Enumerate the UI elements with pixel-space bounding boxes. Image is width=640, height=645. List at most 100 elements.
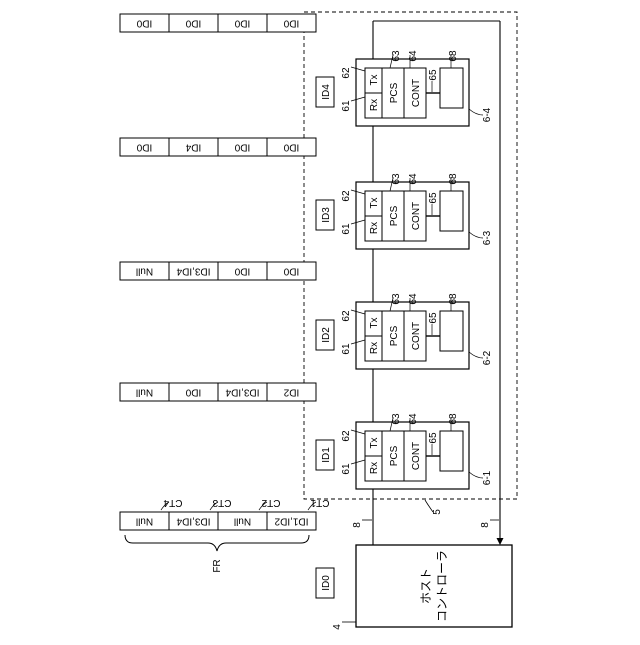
ref-rx: 61 (341, 223, 352, 235)
modules: RxTxPCSCONT6162636465686-1ID1RxTxPCSCONT… (316, 50, 493, 489)
module-2: RxTxPCSCONT6162636465686-2ID2 (316, 293, 493, 369)
enclosure-ref-leader (425, 500, 433, 512)
cont-label: CONT (411, 79, 422, 107)
ref-rx: 61 (341, 100, 352, 112)
frame-cell (120, 285, 300, 334)
frame-cell-label: ID3,ID4 (225, 387, 259, 398)
fr-cell-content: ID1,ID2 (274, 516, 308, 527)
frame-stage-4: ID0ID0ID0ID0 (120, 14, 316, 210)
host-controller-title-line1: ホスト (419, 568, 433, 604)
frame-cell (120, 530, 300, 579)
ref-rx: 61 (341, 463, 352, 475)
tx-label: Tx (369, 317, 380, 328)
ref-memory: 68 (448, 413, 459, 425)
frame-cell-label: ID0 (136, 18, 152, 29)
bus-ref-right: 8 (480, 522, 491, 528)
frame-cell-label: ID0 (136, 142, 152, 153)
host-controller: ホスト コントローラ ID0 4 (316, 545, 512, 630)
host-ref-label: 4 (332, 624, 343, 630)
frame-cell-label: ID0 (234, 18, 250, 29)
frame-cell-label: ID0 (283, 142, 299, 153)
frame-cell (120, 311, 300, 360)
ref-tx: 62 (341, 67, 352, 79)
frame-cell (120, 409, 300, 458)
module-1: RxTxPCSCONT6162636465686-1ID1 (316, 413, 493, 489)
frame-cell-label: ID0 (283, 266, 299, 277)
tx-label: Tx (369, 74, 380, 85)
cont-label: CONT (411, 442, 422, 470)
pcs-label: PCS (389, 205, 400, 226)
frame-cell-label: ID3,ID4 (176, 266, 210, 277)
rx-label: Rx (369, 222, 380, 234)
memory-box (440, 68, 463, 108)
frame-stages: ID2ID3,ID4ID0NullID0ID0ID3,ID4NullID0ID0… (120, 14, 316, 579)
cont-label: CONT (411, 322, 422, 350)
ref-tx: 62 (341, 310, 352, 322)
fr-ct-label: CT1 (310, 497, 329, 508)
frame-cell-label: ID0 (185, 18, 201, 29)
memory-box (440, 191, 463, 231)
frame-cell-label: ID0 (234, 142, 250, 153)
module-ref-leader (469, 109, 483, 115)
pcs-label: PCS (389, 325, 400, 346)
ref-link: 65 (428, 69, 439, 81)
tx-label: Tx (369, 437, 380, 448)
module-ref-leader (469, 472, 483, 478)
rx-label: Rx (369, 462, 380, 474)
bus-ref-left: 8 (352, 522, 363, 528)
frame-stage-1: ID2ID3,ID4ID0Null (120, 383, 316, 579)
frame-cell-label: ID0 (185, 387, 201, 398)
memory-box (440, 311, 463, 351)
module-ref: 6-3 (482, 230, 493, 245)
frame-cell-label: Null (136, 387, 153, 398)
pcs-label: PCS (389, 445, 400, 466)
ref-tx: 62 (341, 430, 352, 442)
memory-box (440, 431, 463, 471)
fr-cell-content: Null (136, 516, 153, 527)
module-ref: 6-4 (482, 107, 493, 122)
frame-cell (120, 187, 300, 236)
rx-label: Rx (369, 99, 380, 111)
host-controller-title-line2: コントローラ (435, 550, 449, 622)
frame-cell (120, 63, 300, 112)
frame-cell-label: ID0 (234, 266, 250, 277)
frame-group-label: FR (212, 559, 223, 572)
enclosure-ref-label: 5 (432, 509, 443, 515)
cont-label: CONT (411, 202, 422, 230)
module-3: RxTxPCSCONT6162636465686-3ID3 (316, 173, 493, 249)
ref-rx: 61 (341, 343, 352, 355)
frame-group-fr: FR ID1,ID2CT1NullCT2ID3,ID4CT3NullCT4 (120, 497, 329, 573)
tx-label: Tx (369, 197, 380, 208)
frame-stage-3: ID0ID0ID4ID0 (120, 138, 316, 334)
ref-memory: 68 (448, 173, 459, 185)
frame-cell-label: Null (136, 266, 153, 277)
ref-tx: 62 (341, 190, 352, 202)
fr-ct-label: CT4 (163, 497, 182, 508)
frame-group-brace (125, 535, 309, 551)
frame-cell-label: ID2 (283, 387, 299, 398)
ref-link: 65 (428, 432, 439, 444)
module-id-label: ID4 (321, 84, 332, 100)
module-id-label: ID3 (321, 207, 332, 223)
ref-memory: 68 (448, 293, 459, 305)
module-ref-leader (469, 352, 483, 358)
frame-cell (120, 432, 300, 481)
ref-memory: 68 (448, 50, 459, 62)
module-ref-leader (469, 232, 483, 238)
fr-ct-label: CT2 (261, 497, 280, 508)
rx-label: Rx (369, 342, 380, 354)
ref-link: 65 (428, 312, 439, 324)
fr-ct-label: CT3 (212, 497, 231, 508)
ref-link: 65 (428, 192, 439, 204)
module-4: RxTxPCSCONT6162636465686-4ID4 (316, 50, 493, 126)
host-id-label: ID0 (321, 575, 332, 591)
host-controller-box (356, 545, 512, 627)
fr-cell-content: Null (234, 516, 251, 527)
module-ref: 6-1 (482, 470, 493, 485)
pcs-label: PCS (389, 82, 400, 103)
module-id-label: ID2 (321, 327, 332, 343)
module-ref: 6-2 (482, 350, 493, 365)
module-id-label: ID1 (321, 447, 332, 463)
fr-cell-content: ID3,ID4 (176, 516, 210, 527)
